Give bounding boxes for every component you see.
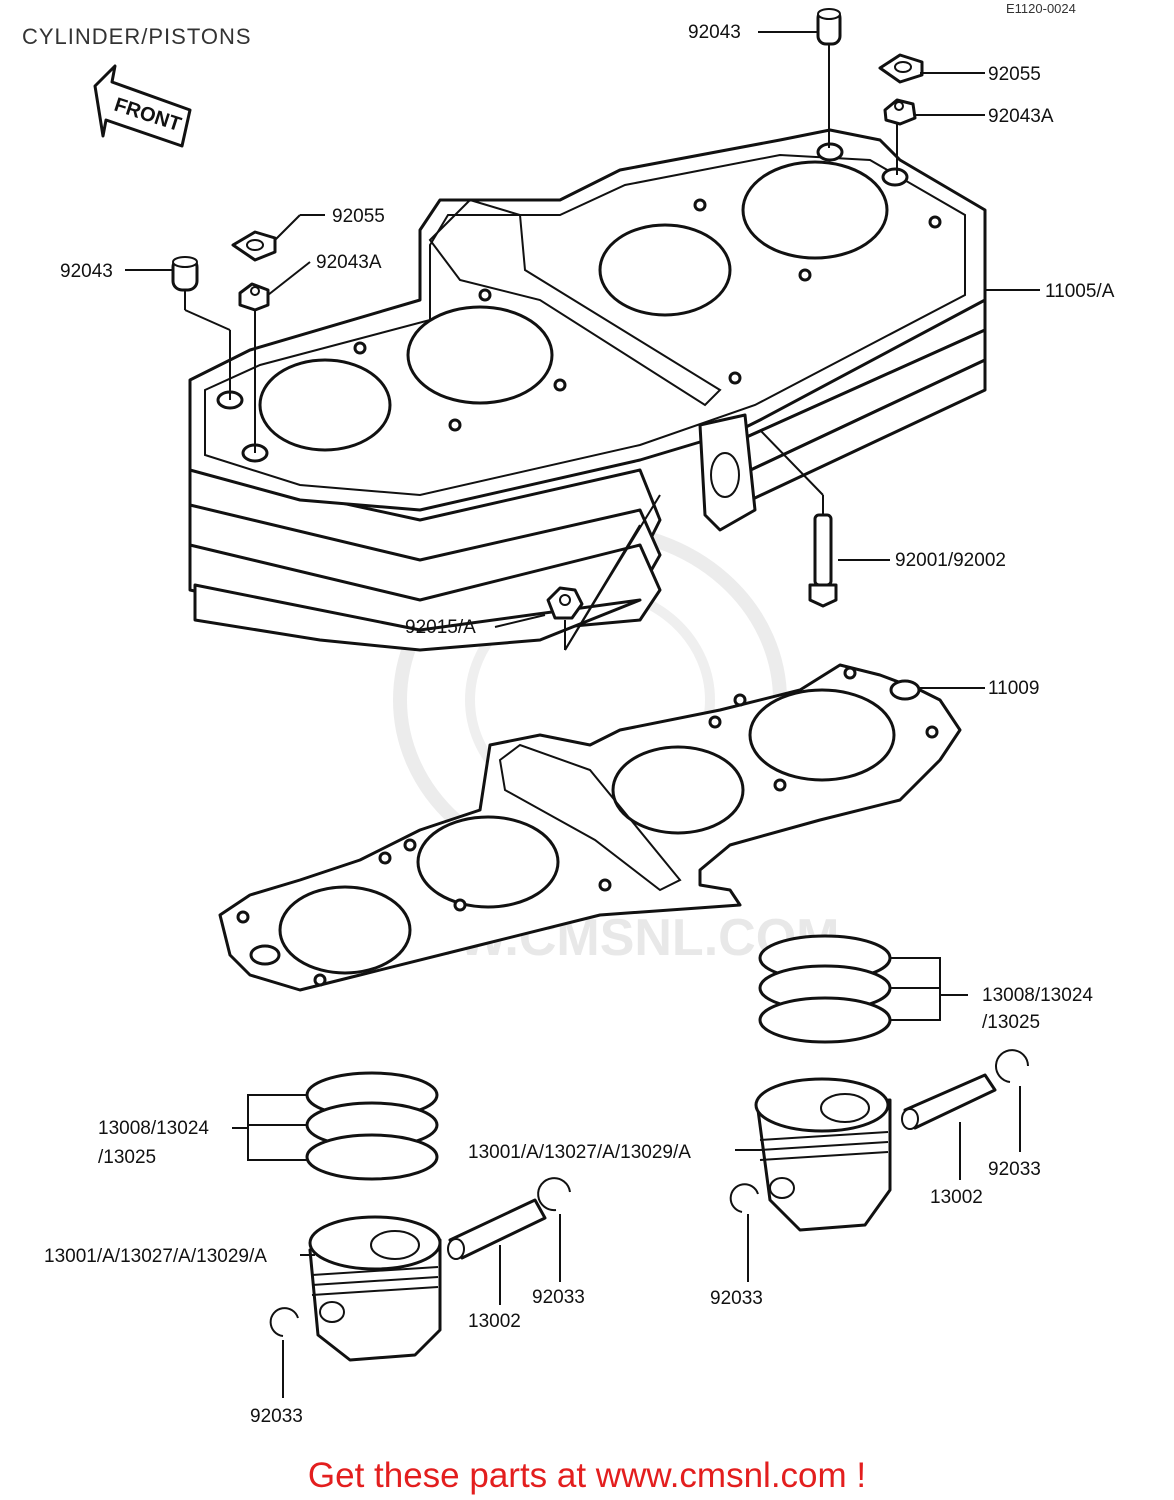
label-13008-right: 13008/13024	[982, 985, 1093, 1006]
circlip-left-bottom	[269, 1307, 299, 1337]
label-92043a-left: 92043A	[316, 252, 382, 273]
label-92055-left: 92055	[332, 206, 385, 227]
piston-rings-right	[758, 934, 892, 1044]
label-92033-left-mid: 92033	[532, 1287, 585, 1308]
dowel-pin-top	[816, 8, 842, 148]
label-92033-right-top: 92033	[988, 1159, 1041, 1180]
label-92043-top: 92043	[688, 22, 741, 43]
piston-left	[308, 1215, 442, 1362]
piston-pin-left	[447, 1198, 547, 1260]
label-92001-92002: 92001/92002	[895, 550, 1006, 571]
bolt-92001	[808, 513, 838, 608]
label-92043-left: 92043	[60, 261, 113, 282]
nut-92015	[546, 586, 584, 620]
label-13002-left: 13002	[468, 1311, 521, 1332]
label-92033-right-bottom: 92033	[710, 1288, 763, 1309]
label-92015a: 92015/A	[405, 617, 476, 638]
footer-parts-link[interactable]: Get these parts at www.cmsnl.com !	[308, 1456, 866, 1495]
label-13008-left: 13008/13024	[98, 1118, 209, 1139]
piston-right	[754, 1077, 892, 1232]
label-92043a-top: 92043A	[988, 106, 1054, 127]
circlip-right-top	[995, 1049, 1029, 1083]
o-ring-left	[231, 230, 277, 262]
diagram-code: E1120-0024	[1006, 1, 1076, 16]
label-11009: 11009	[988, 678, 1039, 699]
circlip-left-mid	[537, 1177, 571, 1212]
label-13001-left: 13001/A/13027/A/13029/A	[44, 1246, 267, 1267]
dowel-collar-left	[238, 282, 270, 312]
leader-lines	[125, 31, 1040, 1398]
callout-labels: 92043 92055 92043A 92055 92043A 92043 11…	[44, 22, 1115, 1427]
piston-pin-right	[901, 1073, 997, 1130]
label-11005a: 11005/A	[1045, 281, 1115, 302]
label-13025-left: /13025	[98, 1147, 156, 1168]
label-13002-right: 13002	[930, 1187, 983, 1208]
o-ring-top	[878, 53, 924, 84]
cylinder-block	[188, 128, 987, 652]
piston-rings-left	[305, 1071, 439, 1181]
label-92033-left-bottom: 92033	[250, 1406, 303, 1427]
label-13001-right: 13001/A/13027/A/13029/A	[468, 1142, 691, 1163]
page-title: CYLINDER/PISTONS	[22, 24, 252, 49]
circlip-right-bottom	[729, 1183, 759, 1213]
label-92055-top: 92055	[988, 64, 1041, 85]
label-13025-right: /13025	[982, 1012, 1040, 1033]
front-arrow-icon: FRONT	[93, 64, 192, 148]
head-gasket	[218, 663, 962, 992]
dowel-pin-left	[171, 256, 199, 292]
dowel-collar-top	[883, 98, 917, 126]
